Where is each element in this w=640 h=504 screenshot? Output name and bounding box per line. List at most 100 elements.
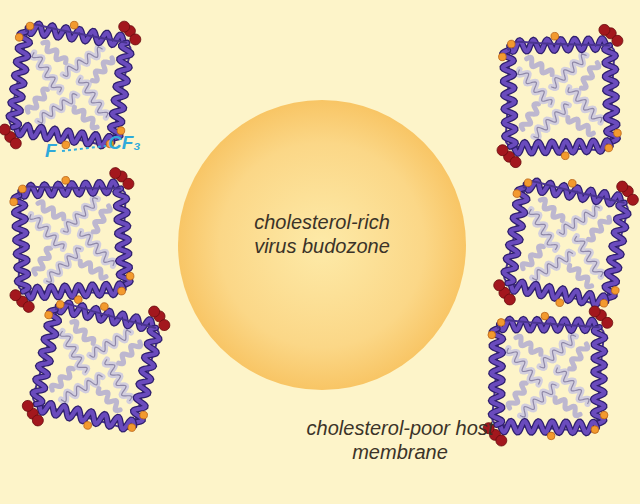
- labelled-residue: [600, 299, 608, 307]
- inner-helix-edge: [507, 346, 540, 386]
- inner-helix: [531, 104, 572, 139]
- acidic-residue: [611, 35, 623, 47]
- acidic-residue: [32, 414, 44, 426]
- acidic-residue: [496, 435, 508, 447]
- labelled-residue: [488, 331, 496, 339]
- inner-helix: [522, 244, 544, 270]
- labelled-residue: [126, 272, 134, 280]
- inner-helix: [80, 259, 106, 281]
- inner-helix: [588, 215, 610, 241]
- budozone-circle: cholesterol-rich virus budozone: [178, 100, 466, 390]
- outer-helix: [110, 42, 132, 139]
- outer-helix-shadow: [38, 402, 135, 431]
- inner-helix-edge: [518, 67, 553, 108]
- outer-helix-shadow: [8, 31, 30, 128]
- acidic-residue: [22, 400, 34, 412]
- labelled-residue: [541, 312, 549, 320]
- inner-helix: [518, 384, 558, 417]
- fluorine-contact-line: [62, 146, 106, 151]
- helix-loop: [55, 302, 158, 328]
- acidic-residue: [493, 279, 505, 291]
- labelled-residue: [524, 179, 532, 187]
- outer-helix-shadow: [27, 278, 124, 304]
- acidic-residue: [504, 293, 516, 305]
- inner-helix: [37, 91, 77, 125]
- outer-helix-shadow: [514, 135, 611, 159]
- labelled-residue: [600, 411, 608, 419]
- protein-tetramer: [477, 305, 619, 447]
- labelled-residue: [70, 21, 78, 29]
- inner-helix: [532, 248, 573, 283]
- labelled-residue: [44, 311, 53, 320]
- outer-helix: [503, 187, 529, 284]
- inner-helix: [69, 321, 96, 343]
- acidic-residue: [616, 181, 628, 193]
- protein-tetramer: [0, 166, 146, 314]
- labelled-residue: [117, 287, 125, 295]
- outer-helix-shadow: [599, 45, 623, 142]
- acidic-residue: [627, 194, 639, 206]
- inner-helix: [507, 346, 540, 386]
- inner-helix: [555, 396, 580, 416]
- labelled-residue: [507, 40, 515, 48]
- outer-helix: [487, 328, 508, 425]
- helix-loop: [18, 177, 121, 200]
- labelled-residue: [18, 185, 26, 193]
- protein-tetramers: [0, 13, 640, 447]
- acidic-residue: [23, 301, 35, 313]
- acidic-residue: [497, 144, 509, 156]
- acidic-residue: [158, 319, 170, 331]
- acidic-residue: [602, 317, 614, 329]
- inner-helix-edge: [532, 248, 573, 283]
- outer-helix: [110, 188, 136, 285]
- labelled-residue: [556, 298, 564, 306]
- inner-helix: [56, 331, 92, 373]
- outer-helix: [27, 278, 124, 304]
- labelled-residue: [498, 53, 506, 61]
- labelled-residue: [26, 22, 34, 30]
- outer-helix: [589, 327, 610, 424]
- outer-helix-shadow: [589, 327, 610, 424]
- inner-helix: [526, 209, 561, 250]
- acidic-residue: [598, 24, 610, 36]
- acidic-residue: [148, 305, 160, 317]
- acidic-residue: [122, 178, 134, 190]
- acidic-residue: [129, 34, 141, 46]
- inner-helix: [119, 339, 141, 366]
- inner-helix-edge: [37, 91, 77, 125]
- outer-helix-shadow: [497, 50, 521, 147]
- labelled-residue: [591, 426, 599, 434]
- protein-tetramer: [20, 290, 172, 442]
- trifluoromethyl-label: CF₃: [108, 131, 158, 155]
- protein-tetramer: [492, 169, 640, 317]
- labelled-residue: [611, 286, 619, 294]
- inner-helix: [518, 67, 553, 108]
- outer-helix-shadow: [604, 202, 630, 299]
- labelled-residue: [605, 144, 613, 152]
- inner-helix: [579, 63, 600, 89]
- inner-helix: [29, 211, 64, 252]
- labelled-residue: [62, 176, 70, 184]
- outer-helix: [599, 45, 623, 142]
- acidic-residue: [118, 21, 130, 33]
- inner-helix: [73, 107, 99, 128]
- outer-helix: [497, 50, 521, 147]
- inner-helix: [538, 199, 564, 221]
- outer-helix-shadow: [503, 187, 529, 284]
- labelled-residue: [56, 300, 65, 309]
- outer-helix-shadow: [110, 188, 136, 285]
- acidic-residue: [10, 137, 22, 149]
- labelled-residue: [568, 179, 576, 187]
- labelled-residue: [139, 411, 148, 420]
- inner-helix: [30, 52, 64, 92]
- labelled-residue: [83, 421, 92, 430]
- host-membrane-label: cholesterol-poor host membrane: [300, 416, 500, 464]
- inner-helix: [96, 389, 123, 411]
- outer-helix: [604, 202, 630, 299]
- labelled-residue: [551, 32, 559, 40]
- acidic-residue: [109, 167, 121, 179]
- acidic-residue: [9, 289, 21, 301]
- outer-helix: [514, 135, 611, 159]
- region-label: cholesterol-rich virus budozone: [232, 210, 412, 258]
- outer-helix: [38, 402, 135, 431]
